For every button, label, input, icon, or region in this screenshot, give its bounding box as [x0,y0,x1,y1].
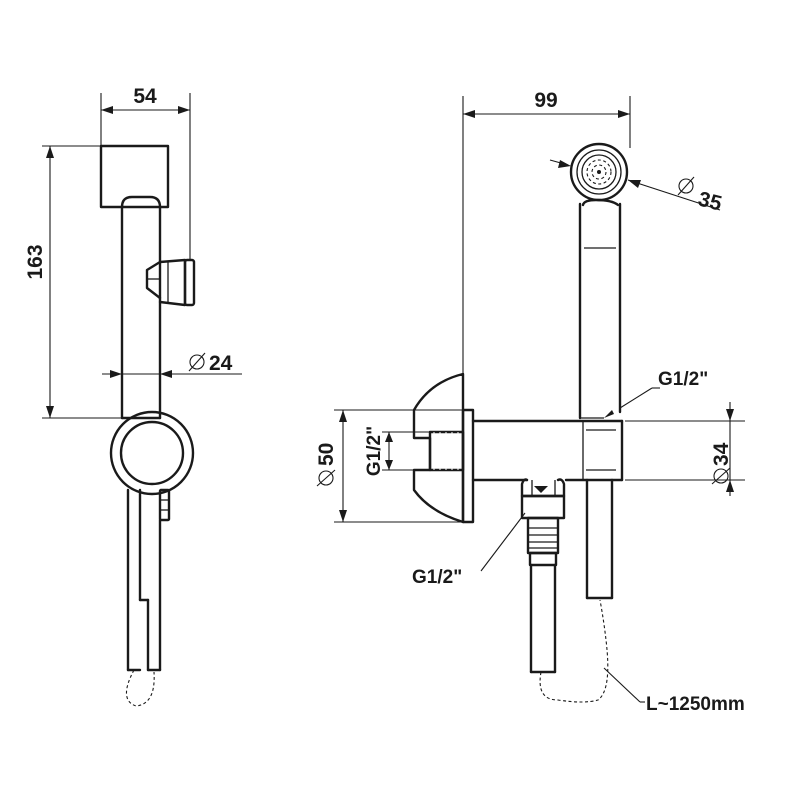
dim-body-diameter: 34 [710,442,733,466]
dim-front-width: 99 [534,89,557,112]
wall-section [412,372,465,524]
label-bottom-thread: G1/2" [412,567,462,588]
side-holder-ring-inner [119,420,185,486]
dim-side-width: 54 [133,85,157,108]
side-top-block [99,144,170,209]
label-outlet-thread: G1/2" [658,369,708,390]
diameter-icon [677,176,695,196]
dim-flange-diameter: 50 [315,443,338,466]
side-neck [120,195,162,209]
side-holder-ring-outer [109,410,195,496]
diameter-icon [188,352,206,372]
side-hose-bracket [158,488,171,522]
diameter-icon [711,467,731,485]
side-valve-knob [145,260,162,300]
side-hose-loop [125,669,155,707]
dim-side-pipe-diameter: 24 [209,352,233,375]
dim-wall-thread: G1/2" [364,426,385,476]
diameter-icon [316,469,336,487]
wall-flange [461,408,475,524]
dim-side-height: 163 [24,244,47,279]
handshower-head [569,142,629,202]
label-hose-length: L~1250mm [646,694,745,715]
side-view: 54 163 24 [24,85,242,707]
dim-head-diameter: 35 [696,188,725,216]
hose-loop [539,599,609,703]
front-view: 99 35 50 G1/2" [315,89,745,715]
